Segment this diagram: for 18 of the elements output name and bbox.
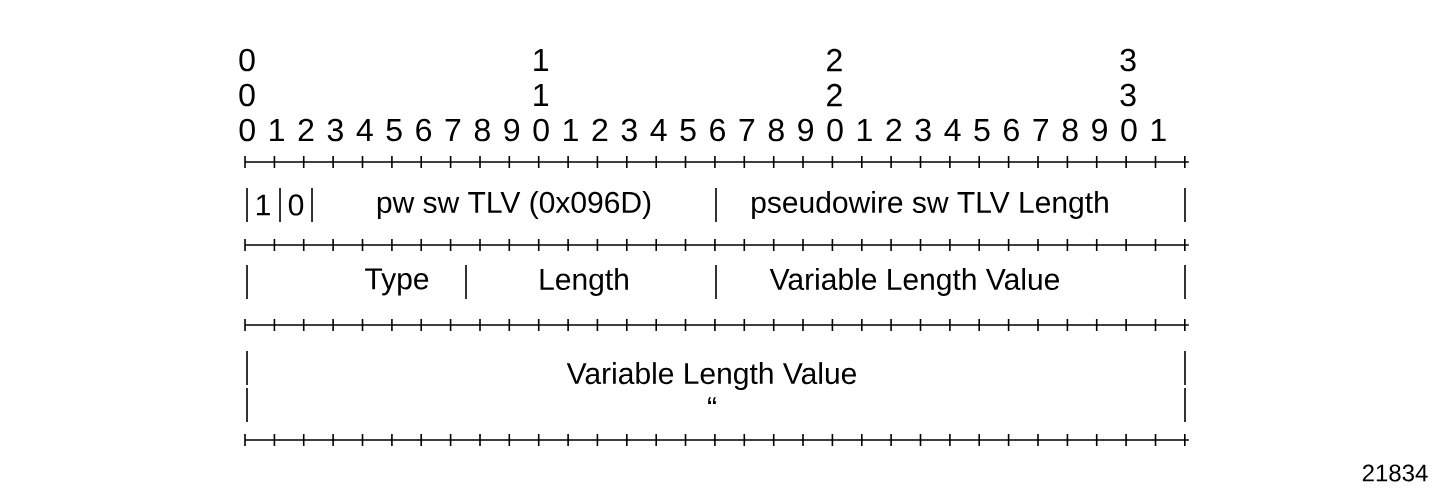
bit-number: 1 [534, 49, 549, 71]
field-label: 0 [288, 194, 304, 216]
bit-numbers: 0 1 2 3 4 5 6 7 8 9 0 1 2 3 4 5 6 7 8 9 0 1 2 3 4 5 6 7 8 9 0 1 [239, 118, 1166, 142]
field-label: 1 [256, 194, 270, 216]
bit-number: 2 [827, 48, 842, 72]
field-label: Length [540, 268, 628, 296]
bit-number: 3 [1120, 48, 1136, 72]
bit-number: 0 [239, 48, 255, 72]
field-label: pw sw TLV (0x096D) [377, 191, 651, 219]
bit-number: 1 [534, 84, 549, 106]
bit-number: 3 [1120, 83, 1136, 107]
field-label: Variable Length Value “ [566, 362, 856, 404]
bit-number: 2 [827, 83, 842, 107]
field-label: pseudowire sw TLV Length [752, 191, 1108, 219]
bit-number: 0 [239, 83, 255, 107]
field-label: Type [365, 268, 429, 296]
figure-number: 21834 [1362, 464, 1428, 482]
field-label: Variable Length Value [769, 268, 1059, 296]
